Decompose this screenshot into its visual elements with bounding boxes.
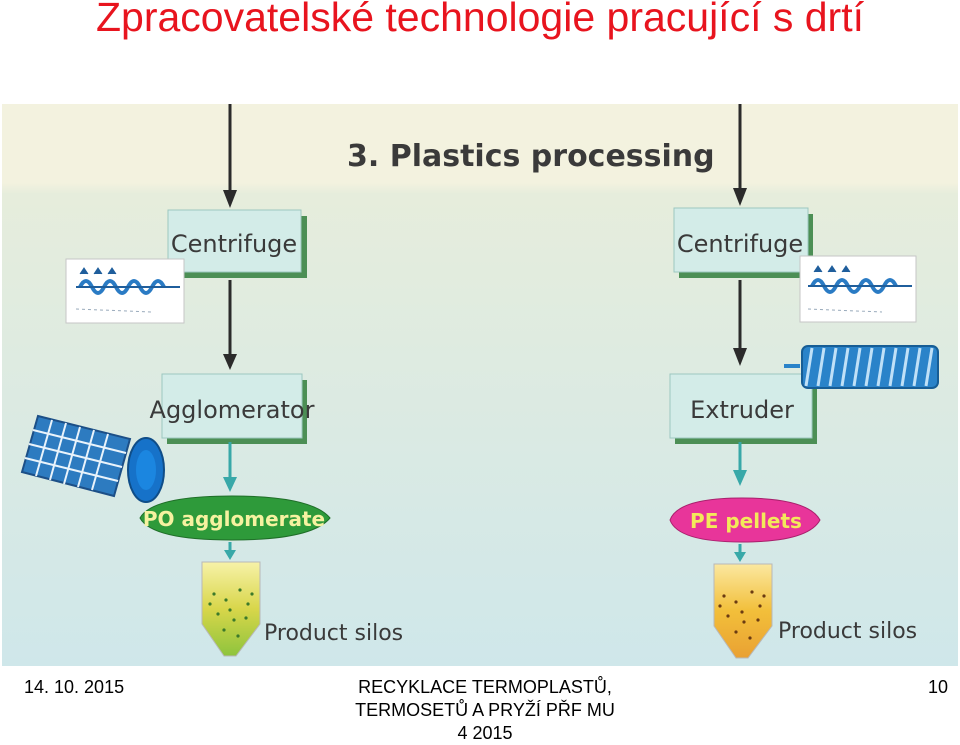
footer-course-title: RECYKLACE TERMOPLASTŮ, TERMOSETŮ A PRYŽÍ…	[300, 676, 670, 745]
footer-date: 14. 10. 2015	[24, 677, 125, 697]
right-silos-label: Product silos	[778, 619, 917, 644]
process-diagram-svg: 3. Plastics processing Centrifuge Agglom…	[2, 104, 958, 666]
right-extruder-box: Extruder	[669, 373, 817, 444]
slide-title: Zpracovatelské technologie pracující s d…	[96, 0, 864, 40]
right-centrifuge-screw-icon	[799, 255, 917, 323]
left-output-label: PO agglomerate	[143, 507, 325, 531]
footer-course-line-3: 4 2015	[457, 723, 513, 743]
right-centrifuge-box: Centrifuge	[673, 207, 813, 278]
footer-course-line-2: TERMOSETŮ A PRYŽÍ PŘF MU	[355, 700, 615, 720]
arrow-head-in-left	[223, 190, 237, 208]
arrow-head-in-right	[733, 188, 747, 206]
left-product-silo-icon	[201, 561, 261, 657]
footer-course-line-1: RECYKLACE TERMOPLASTŮ,	[358, 677, 612, 697]
arrow-head-centrifuge-extruder	[733, 348, 747, 366]
right-output-label: PE pellets	[690, 509, 802, 533]
left-centrifuge-box: Centrifuge	[167, 209, 307, 278]
agglomerator-drum-icon	[20, 414, 165, 503]
right-centrifuge-label: Centrifuge	[677, 230, 803, 258]
left-centrifuge-screw-icon	[65, 258, 185, 324]
right-product-silo-icon	[713, 563, 773, 659]
left-output-badge: PO agglomerate	[139, 495, 331, 541]
left-agglomerator-box: Agglomerator	[150, 373, 315, 444]
right-extruder-label: Extruder	[690, 396, 794, 424]
left-centrifuge-label: Centrifuge	[171, 230, 297, 258]
arrow-head-extruder-output	[733, 470, 747, 486]
diagram-heading: 3. Plastics processing	[347, 139, 715, 174]
arrow-head-centrifuge-agglomerator	[223, 354, 237, 370]
left-agglomerator-label: Agglomerator	[150, 396, 315, 424]
process-diagram: 3. Plastics processing Centrifuge Agglom…	[2, 104, 958, 666]
arrow-head-output-silo-left	[224, 550, 236, 560]
extruder-screw-icon	[784, 345, 939, 389]
arrow-head-agglomerator-output	[223, 477, 237, 492]
footer-page-number: 10	[928, 677, 949, 697]
arrow-head-output-silo-right	[734, 552, 746, 562]
left-silos-label: Product silos	[264, 621, 403, 646]
right-output-badge: PE pellets	[669, 497, 821, 543]
